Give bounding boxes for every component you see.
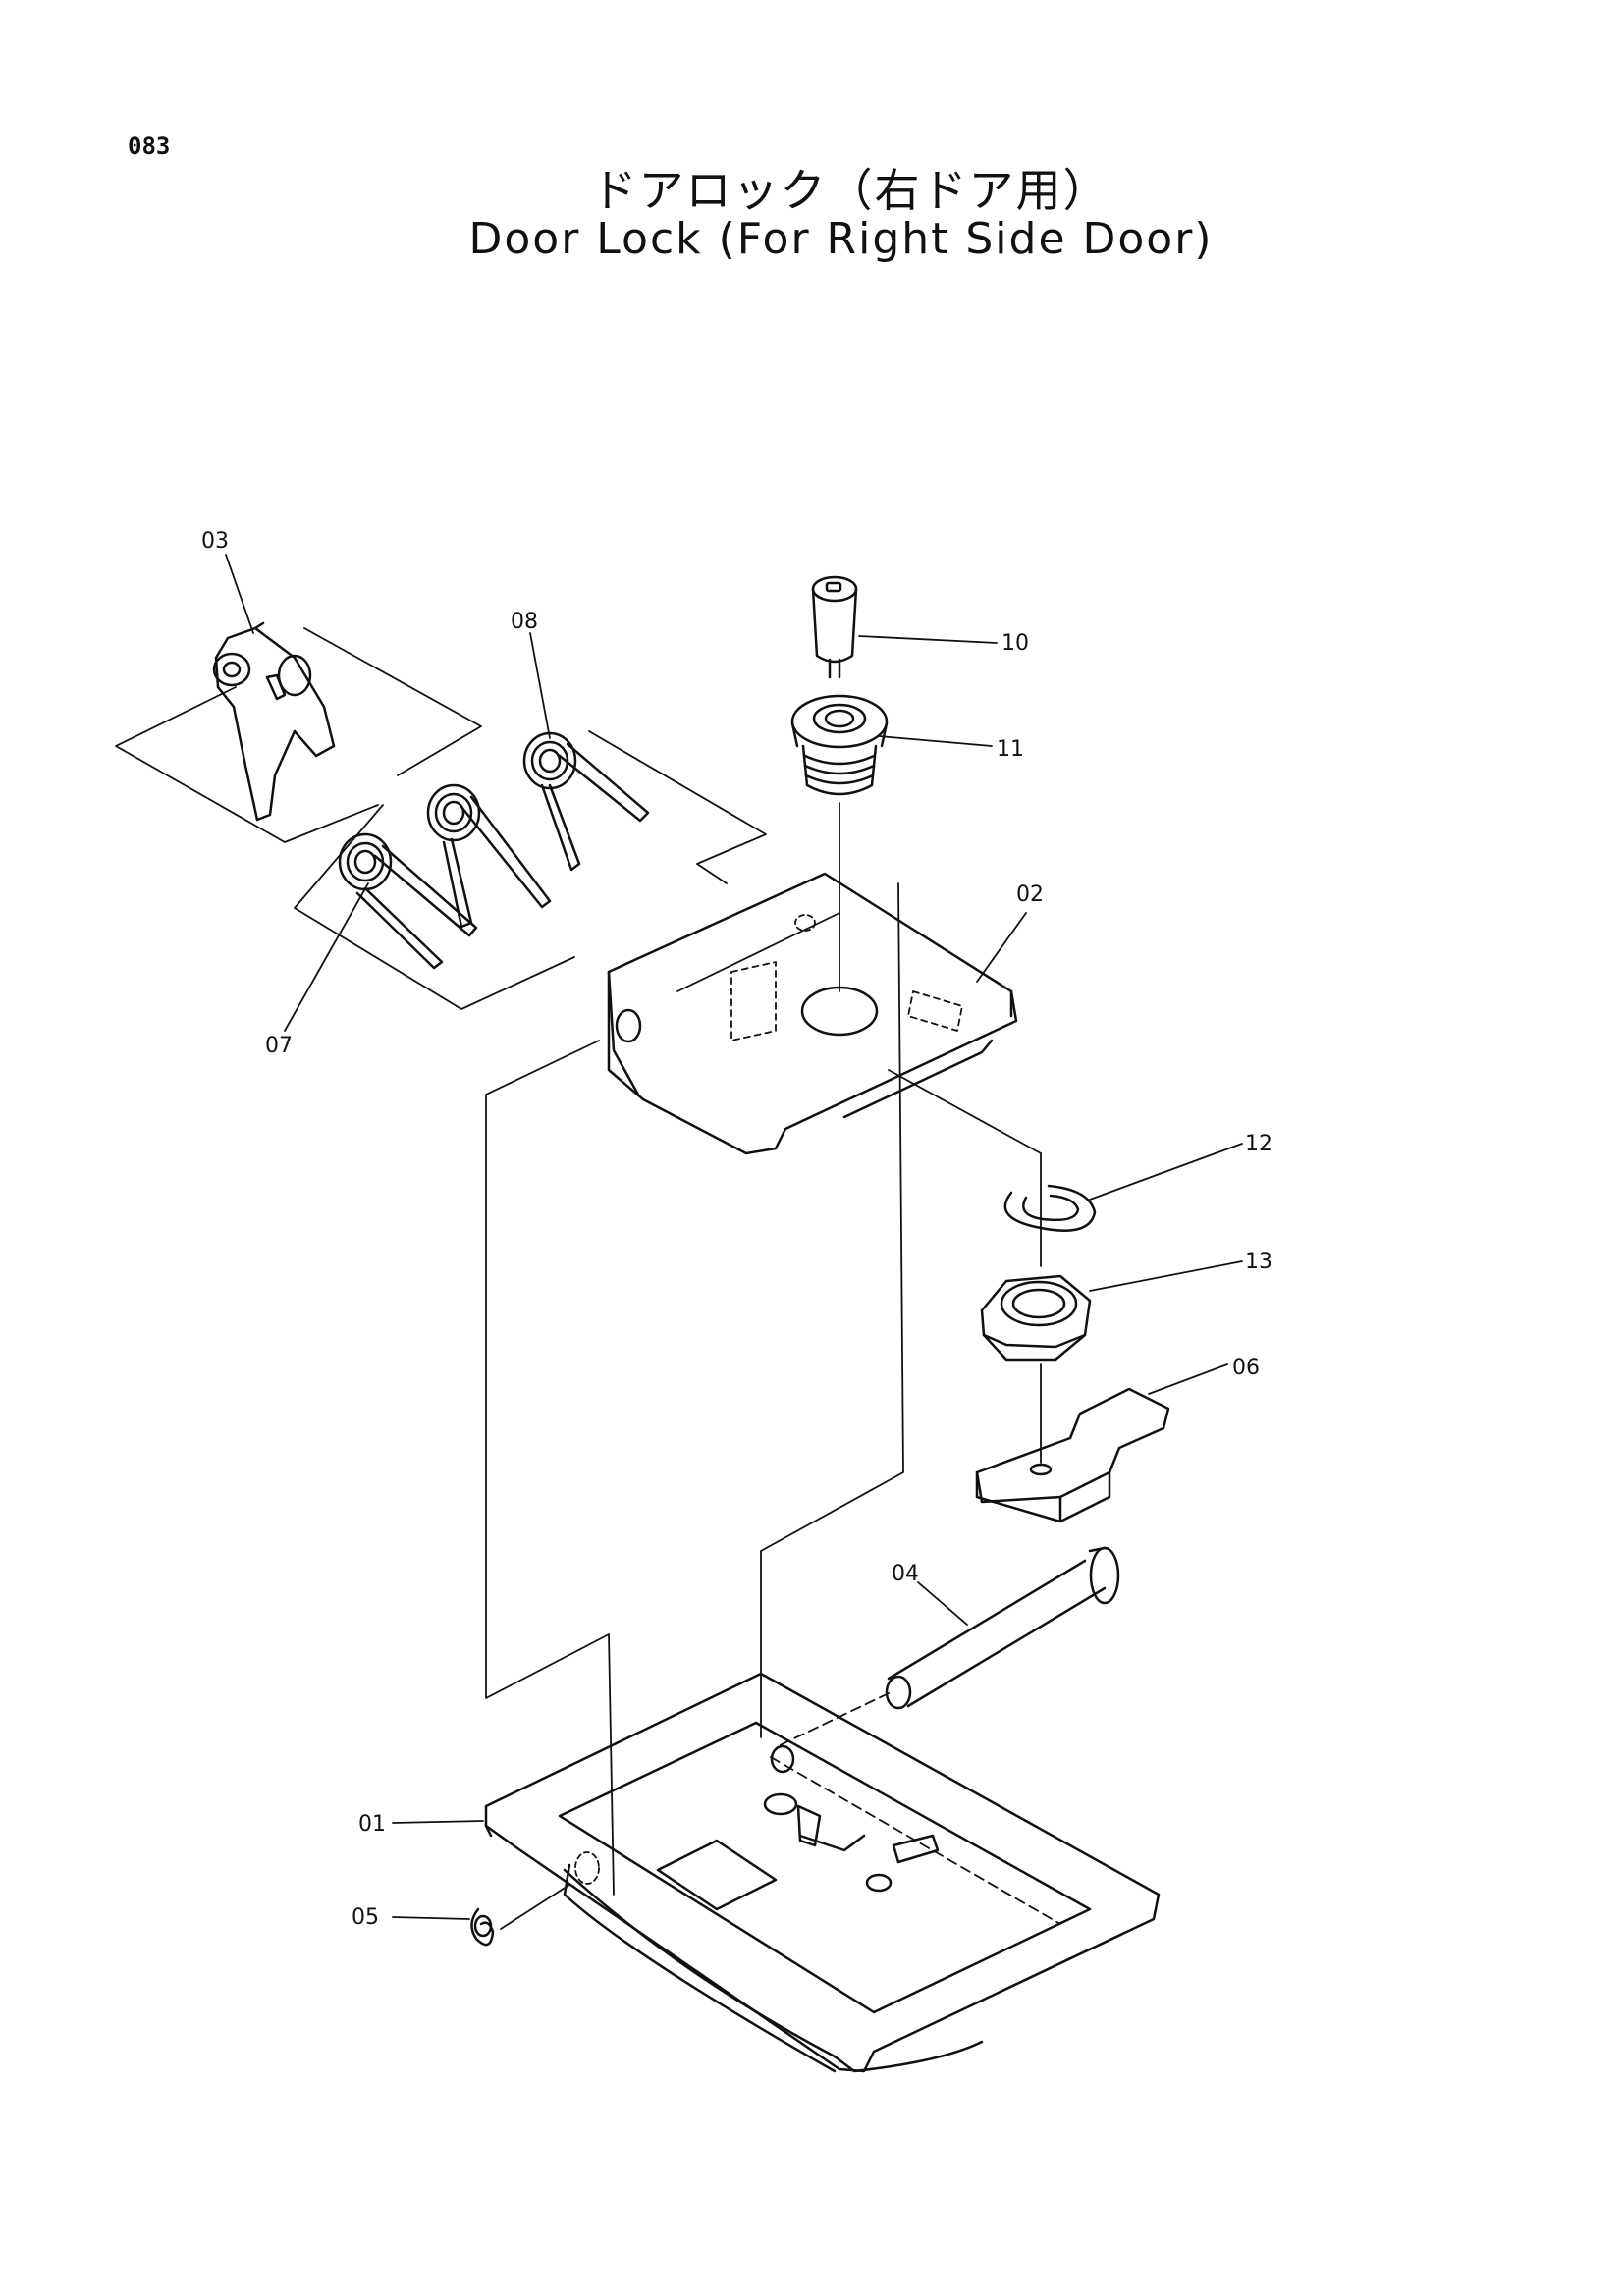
callout-07: 07	[265, 1034, 293, 1058]
part-08-spring	[522, 731, 650, 872]
page-number: 083	[128, 133, 171, 160]
callout-04: 04	[892, 1562, 919, 1586]
part-06-plate	[975, 1387, 1170, 1523]
leader-lines	[225, 554, 1243, 1920]
callout-12: 12	[1245, 1132, 1272, 1156]
part-05-e-ring	[470, 1907, 495, 1947]
part-12-snap-ring	[1003, 1184, 1097, 1232]
part-03-latch	[212, 621, 336, 822]
part-11-bushing	[790, 694, 889, 796]
callout-05: 05	[352, 1905, 379, 1930]
part-01-housing	[484, 1672, 1161, 2073]
part-spring-middle	[426, 783, 552, 929]
callout-06: 06	[1232, 1356, 1260, 1380]
part-04-pin	[885, 1546, 1120, 1710]
part-10-key-cylinder	[811, 575, 858, 679]
callout-03: 03	[201, 529, 229, 554]
callout-10: 10	[1001, 631, 1029, 656]
callout-13: 13	[1245, 1250, 1272, 1274]
title-japanese: ドアロック（右ドア用）	[591, 164, 1110, 217]
part-13-nut	[980, 1274, 1092, 1362]
callout-08: 08	[511, 610, 538, 634]
part-02-plate	[607, 872, 1018, 1155]
callout-11: 11	[997, 737, 1024, 762]
callout-02: 02	[1016, 882, 1044, 907]
callout-01: 01	[358, 1812, 386, 1837]
title-english: Door Lock (For Right Side Door)	[468, 214, 1214, 264]
